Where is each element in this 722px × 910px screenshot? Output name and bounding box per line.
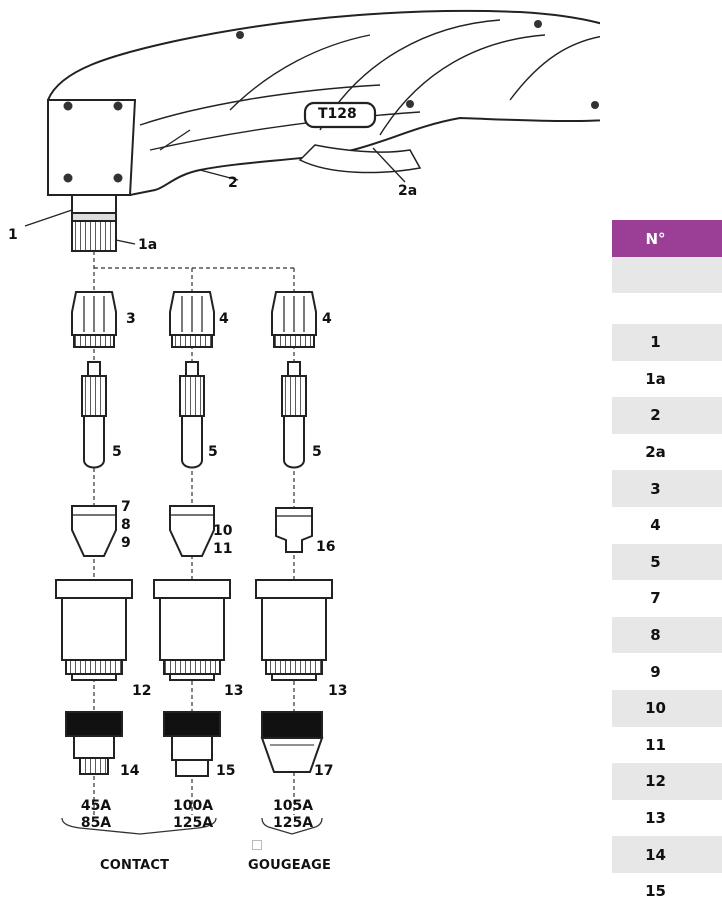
torch-exploded-diagram xyxy=(24,9,600,835)
part-number: 5 xyxy=(650,552,661,571)
part-number: 4 xyxy=(650,516,661,535)
electrode-column-1 xyxy=(81,361,107,469)
part-number: 2 xyxy=(650,406,661,425)
part-number: 8 xyxy=(650,626,661,645)
table-row-blank xyxy=(612,257,722,293)
callout-1: 1 xyxy=(8,227,18,243)
nozzle-column-1 xyxy=(71,505,117,557)
callout-13-a: 13 xyxy=(224,683,244,699)
nozzle-column-3 xyxy=(275,507,313,553)
callout-2: 2 xyxy=(228,175,238,191)
part-number: 10 xyxy=(645,699,666,718)
callout-13-b: 13 xyxy=(328,683,348,699)
group-label-gougeage: GOUGEAGE xyxy=(248,858,332,873)
current-rating-col-3: 105A 125A xyxy=(270,798,316,832)
current-value: 85A xyxy=(80,815,112,831)
shield-cap-column-3 xyxy=(255,579,333,681)
callout-15: 15 xyxy=(216,763,236,779)
table-row: 5 xyxy=(612,543,722,581)
table-row: 11 xyxy=(612,727,722,764)
group-label-contact: CONTACT xyxy=(100,858,170,873)
electrode-column-2 xyxy=(179,361,205,469)
callout-7: 7 xyxy=(121,499,131,515)
torch-body xyxy=(47,9,600,196)
part-number: 3 xyxy=(650,479,661,498)
callout-5-c: 5 xyxy=(312,444,322,460)
diffuser-column-1 xyxy=(71,291,117,348)
current-value: 45A xyxy=(80,798,112,814)
callout-8: 8 xyxy=(121,517,131,533)
table-row: 14 xyxy=(612,836,722,873)
table-row: 3 xyxy=(612,470,722,507)
callout-12: 12 xyxy=(132,683,152,699)
parts-table: N° 1 1a 2 2a 3 4 5 7 8 9 10 11 12 13 14 … xyxy=(612,220,722,910)
torch-model-label: T128 xyxy=(318,106,357,122)
table-row: 12 xyxy=(612,763,722,800)
table-row: 15 xyxy=(612,873,722,910)
part-number: 13 xyxy=(645,809,666,828)
table-row: 2a xyxy=(612,434,722,471)
table-row: 2 xyxy=(612,397,722,434)
part-number: 15 xyxy=(645,882,666,901)
tip-column-1 xyxy=(65,711,123,775)
callout-17: 17 xyxy=(314,763,334,779)
callout-14: 14 xyxy=(120,763,140,779)
diffuser-column-3 xyxy=(271,291,317,348)
part-number: 9 xyxy=(650,662,661,681)
callout-4-b: 4 xyxy=(322,311,332,327)
table-row: 8 xyxy=(612,616,722,654)
callout-5-a: 5 xyxy=(112,444,122,460)
nozzle-column-2 xyxy=(169,505,215,557)
callout-9: 9 xyxy=(121,535,131,551)
part-number: 12 xyxy=(645,772,666,791)
group-braces xyxy=(61,817,323,835)
current-value: 105A xyxy=(272,798,314,814)
part-number: 1a xyxy=(645,369,666,388)
table-row: 4 xyxy=(612,507,722,544)
table-row-blank xyxy=(612,293,722,324)
table-row: 7 xyxy=(612,580,722,617)
tip-column-3 xyxy=(260,711,324,773)
current-rating-col-1: 45A 85A xyxy=(78,798,114,832)
table-row: 13 xyxy=(612,800,722,837)
callout-2a: 2a xyxy=(398,183,418,199)
current-rating-col-2: 100A 125A xyxy=(170,798,216,832)
shield-cap-column-1 xyxy=(55,579,133,681)
callout-16: 16 xyxy=(316,539,336,555)
column-header-number: N° xyxy=(645,229,666,248)
callout-5-b: 5 xyxy=(208,444,218,460)
part-number: 2a xyxy=(645,443,666,462)
table-row: 1 xyxy=(612,324,722,361)
checkbox-marker xyxy=(252,840,262,850)
consumables-columns xyxy=(55,291,333,777)
table-row: 1a xyxy=(612,361,722,398)
table-header: N° xyxy=(612,220,722,257)
tip-column-2 xyxy=(163,711,221,777)
table-row: 10 xyxy=(612,689,722,727)
part-number: 1 xyxy=(650,333,661,352)
callout-4-a: 4 xyxy=(219,311,229,327)
table-row: 9 xyxy=(612,653,722,690)
part-number: 14 xyxy=(645,845,666,864)
shield-cap-column-2 xyxy=(153,579,231,681)
current-value: 125A xyxy=(172,815,214,831)
callout-11: 11 xyxy=(213,541,233,557)
current-value: 125A xyxy=(272,815,314,831)
callout-1a: 1a xyxy=(138,237,158,253)
callout-10: 10 xyxy=(213,523,233,539)
torch-head-connector xyxy=(24,129,406,252)
callout-3: 3 xyxy=(126,311,136,327)
part-number: 7 xyxy=(650,589,661,608)
current-value: 100A xyxy=(172,798,214,814)
diffuser-column-2 xyxy=(169,291,215,348)
electrode-column-3 xyxy=(281,361,307,469)
screw-icon xyxy=(63,20,599,183)
part-number: 11 xyxy=(645,735,666,754)
